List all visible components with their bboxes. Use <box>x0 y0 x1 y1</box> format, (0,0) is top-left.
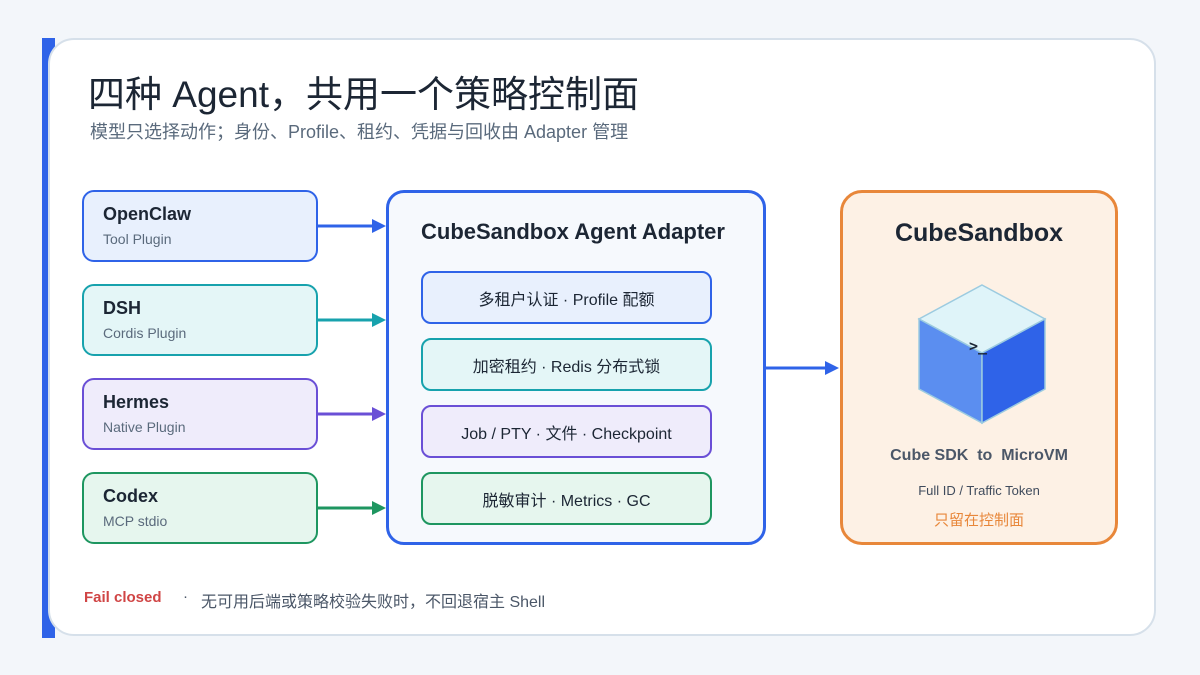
sdk-line: Cube SDK to MicroVM <box>890 447 1068 464</box>
arrow-adapter-to-sandbox <box>766 361 839 375</box>
arrow-hermes <box>318 407 386 421</box>
fail-closed-label: Fail closed <box>84 589 162 606</box>
adapter-box: CubeSandbox Agent Adapter 多租户认证 · Profil… <box>386 190 766 545</box>
agent-type: Native Plugin <box>103 419 186 435</box>
agent-name: OpenClaw <box>103 204 192 224</box>
agent-type: Cordis Plugin <box>103 325 187 341</box>
feature-audit-metrics-gc: 脱敏审计 · Metrics · GC <box>421 472 712 525</box>
agent-box-codex: Codex MCP stdio <box>82 472 318 544</box>
sandbox-title: CubeSandbox <box>894 219 1064 247</box>
feature-lease-lock: 加密租约 · Redis 分布式锁 <box>421 338 712 391</box>
page-subtitle: 模型只选择动作；身份、Profile、租约、凭据与回收由 Adapter 管理 <box>90 122 629 142</box>
arrow-openclaw <box>318 219 386 233</box>
agent-name: Codex <box>103 486 159 506</box>
agent-box-openclaw: OpenClaw Tool Plugin <box>82 190 318 262</box>
sandbox-box: CubeSandbox >_ Cube SDK to MicroVM Full … <box>840 190 1118 545</box>
terminal-cube-icon: >_ <box>917 284 1047 425</box>
fail-closed-text: 无可用后端或策略校验失败时，不回退宿主 Shell <box>201 594 546 611</box>
agent-type: MCP stdio <box>103 513 168 529</box>
footer-separator: · <box>183 588 188 605</box>
token-line: Full ID / Traffic Token <box>918 483 1040 498</box>
agent-box-dsh: DSH Cordis Plugin <box>82 284 318 356</box>
adapter-title: CubeSandbox Agent Adapter <box>421 219 725 244</box>
agent-box-hermes: Hermes Native Plugin <box>82 378 318 450</box>
agent-name: Hermes <box>103 392 170 412</box>
feature-auth-quota: 多租户认证 · Profile 配额 <box>421 271 712 324</box>
control-plane-note: 只留在控制面 <box>933 512 1024 529</box>
arrow-codex <box>318 501 386 515</box>
feature-job-file-checkpoint: Job / PTY · 文件 · Checkpoint <box>421 405 712 458</box>
agent-name: DSH <box>103 298 142 318</box>
terminal-prompt: >_ <box>969 337 988 355</box>
arrow-dsh <box>318 313 386 327</box>
page-title: 四种 Agent，共用一个策略控制面 <box>88 74 639 115</box>
agent-type: Tool Plugin <box>103 231 172 247</box>
